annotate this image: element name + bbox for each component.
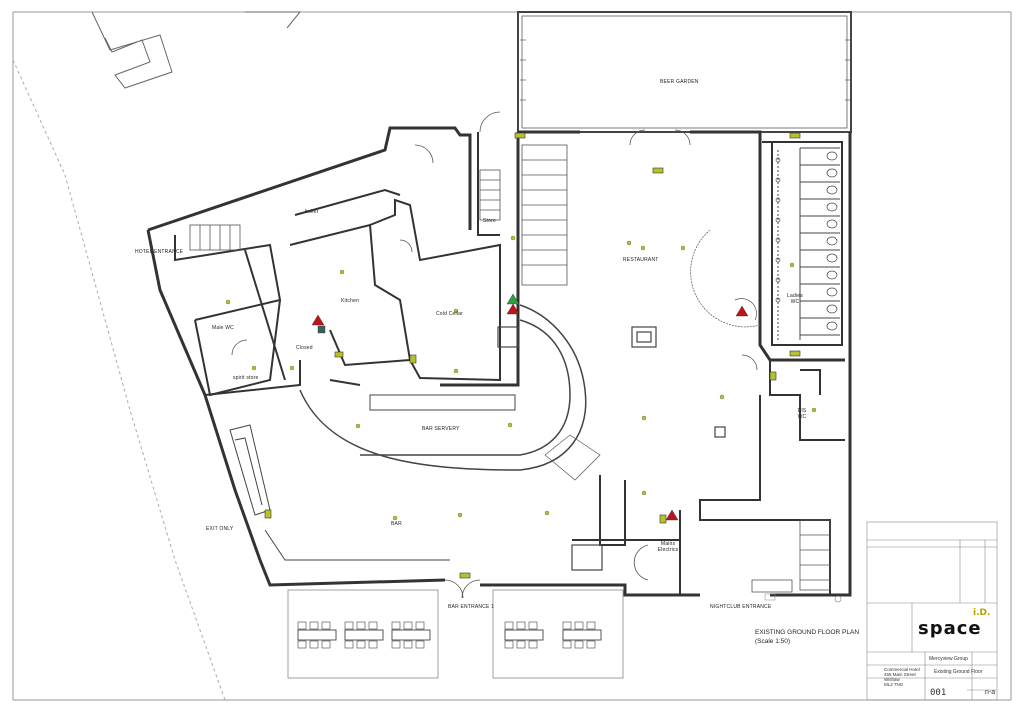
address-line-2: 455 Main Street — [884, 672, 916, 677]
drawing-title: EXISTING GROUND FLOOR PLAN (Scale 1:50) — [755, 628, 859, 646]
logo-text: space — [918, 618, 982, 639]
room-label-spirit-store: spirit store — [233, 375, 259, 381]
address-line-3: Wishaw — [884, 677, 900, 682]
room-label-mains-electrics: Mains Electrics — [657, 541, 679, 553]
room-label-kitchen: Kitchen — [341, 298, 360, 304]
drawing-number: 001 — [930, 688, 947, 698]
room-label-ladies-wc: Ladies WC — [787, 293, 803, 305]
drawing-name: Existing Ground Floor — [934, 669, 983, 675]
room-label-dis-wc: DIS WC — [797, 408, 807, 420]
room-label-boiler: boiler — [305, 209, 319, 215]
room-label-hotel-entrance: HOTEL ENTRANCE — [135, 249, 184, 255]
room-label-store: Store — [483, 218, 496, 224]
address-line-1: Commercial Hotel — [884, 667, 920, 672]
revision: n-a — [985, 689, 996, 696]
room-label-exit-only: EXIT ONLY — [206, 526, 234, 532]
room-label-bar: BAR — [391, 521, 402, 527]
room-label-bar-entrance: BAR ENTRANCE 1 — [448, 604, 495, 610]
logo-prefix: i.D. — [973, 608, 991, 618]
room-label-closed: Closed — [296, 345, 313, 351]
room-label-cold-cellar: Cold Cellar — [436, 311, 463, 317]
client-name: Mercyview Group — [929, 656, 968, 662]
room-label-nightclub-entrance: NIGHTCLUB ENTRANCE — [710, 604, 772, 610]
project-address: Commercial Hotel 455 Main Street Wishaw … — [884, 667, 920, 687]
room-label-bar-servery: BAR SERVERY — [422, 426, 460, 432]
room-label-beer-garden: BEER GARDEN — [660, 79, 699, 85]
drawing-title-scale: (Scale 1:50) — [755, 638, 791, 645]
address-line-4: ML2 7NG — [884, 682, 904, 687]
room-label-male-wc: Male WC — [212, 325, 234, 331]
room-label-restaurant: RESTAURANT — [623, 257, 659, 263]
drawing-title-main: EXISTING GROUND FLOOR PLAN — [755, 629, 860, 636]
